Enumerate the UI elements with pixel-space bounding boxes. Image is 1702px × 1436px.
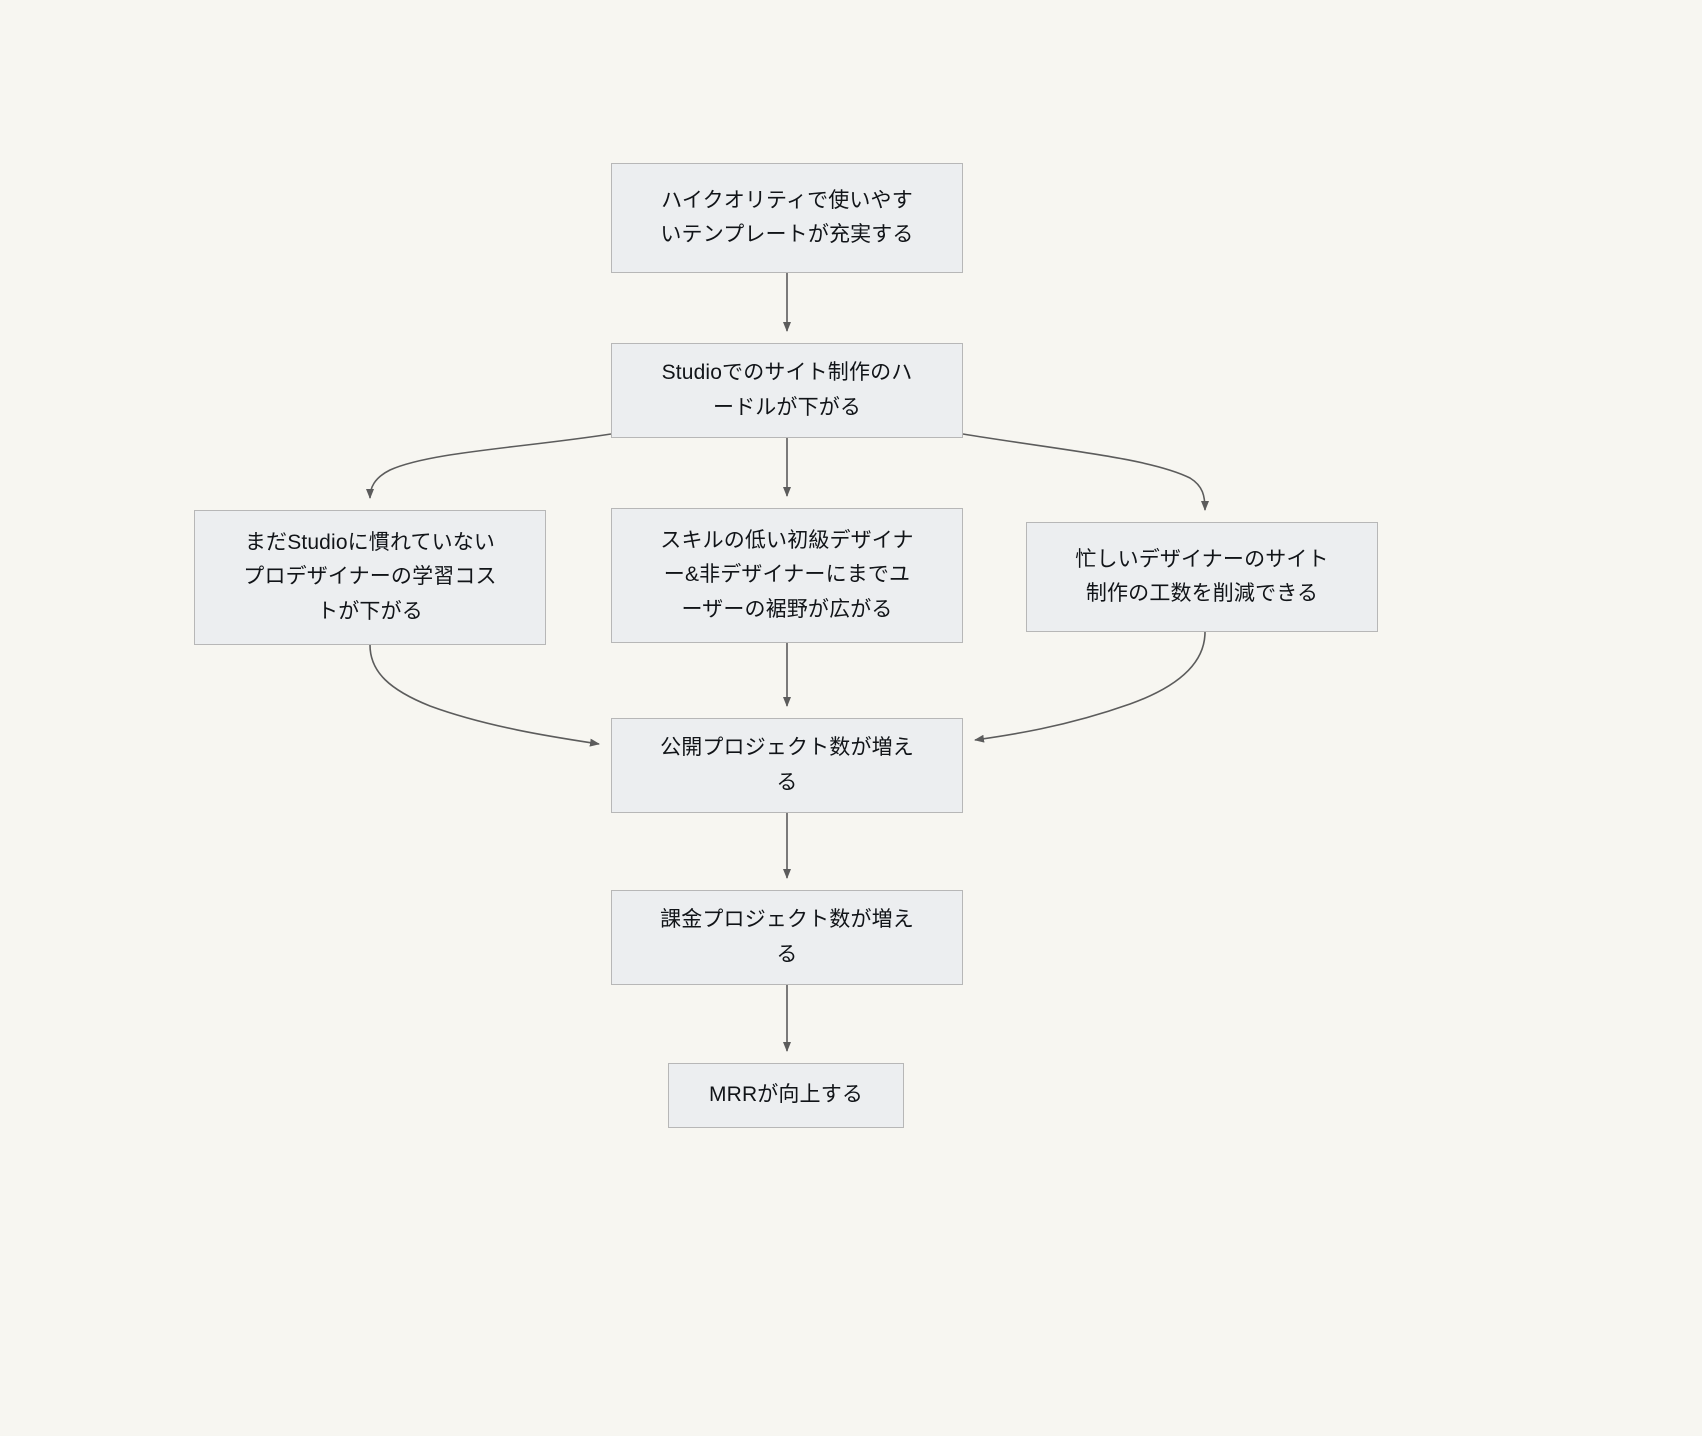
node-label: 忙しいデザイナーのサイト 制作の工数を削減できる <box>1075 547 1329 605</box>
node-label: Studioでのサイト制作のハ ードルが下がる <box>661 361 913 419</box>
node-label: 課金プロジェクト数が増え る <box>660 908 914 966</box>
node-label: スキルの低い初級デザイナ ー&非デザイナーにまでユ ーザーの裾野が広がる <box>660 529 914 621</box>
node-busy-designer-effort-reduced[interactable]: 忙しいデザイナーのサイト 制作の工数を削減できる <box>1026 522 1378 632</box>
edge-n2-n5 <box>962 433 1209 511</box>
node-mrr-improves[interactable]: MRRが向上する <box>668 1063 904 1128</box>
node-label: ハイクオリティで使いやす いテンプレートが充実する <box>660 188 914 246</box>
node-label: 公開プロジェクト数が増え る <box>660 736 914 794</box>
node-label: まだStudioに慣れていない プロデザイナーの学習コス トが下がる <box>243 531 497 623</box>
node-label: MRRが向上する <box>708 1083 864 1107</box>
node-high-quality-templates[interactable]: ハイクオリティで使いやす いテンプレートが充実する <box>611 163 963 273</box>
node-public-projects-increase[interactable]: 公開プロジェクト数が増え る <box>611 718 963 813</box>
edge-n5-n6 <box>974 631 1206 743</box>
node-studio-hurdle-lowered[interactable]: Studioでのサイト制作のハ ードルが下がる <box>611 343 963 438</box>
node-paid-projects-increase[interactable]: 課金プロジェクト数が増え る <box>611 890 963 985</box>
node-pro-designer-learning-cost[interactable]: まだStudioに慣れていない プロデザイナーの学習コス トが下がる <box>194 510 546 645</box>
edge-n3-n6 <box>369 644 600 747</box>
node-user-base-widens[interactable]: スキルの低い初級デザイナ ー&非デザイナーにまでユ ーザーの裾野が広がる <box>611 508 963 643</box>
edge-n2-n3 <box>366 433 612 499</box>
